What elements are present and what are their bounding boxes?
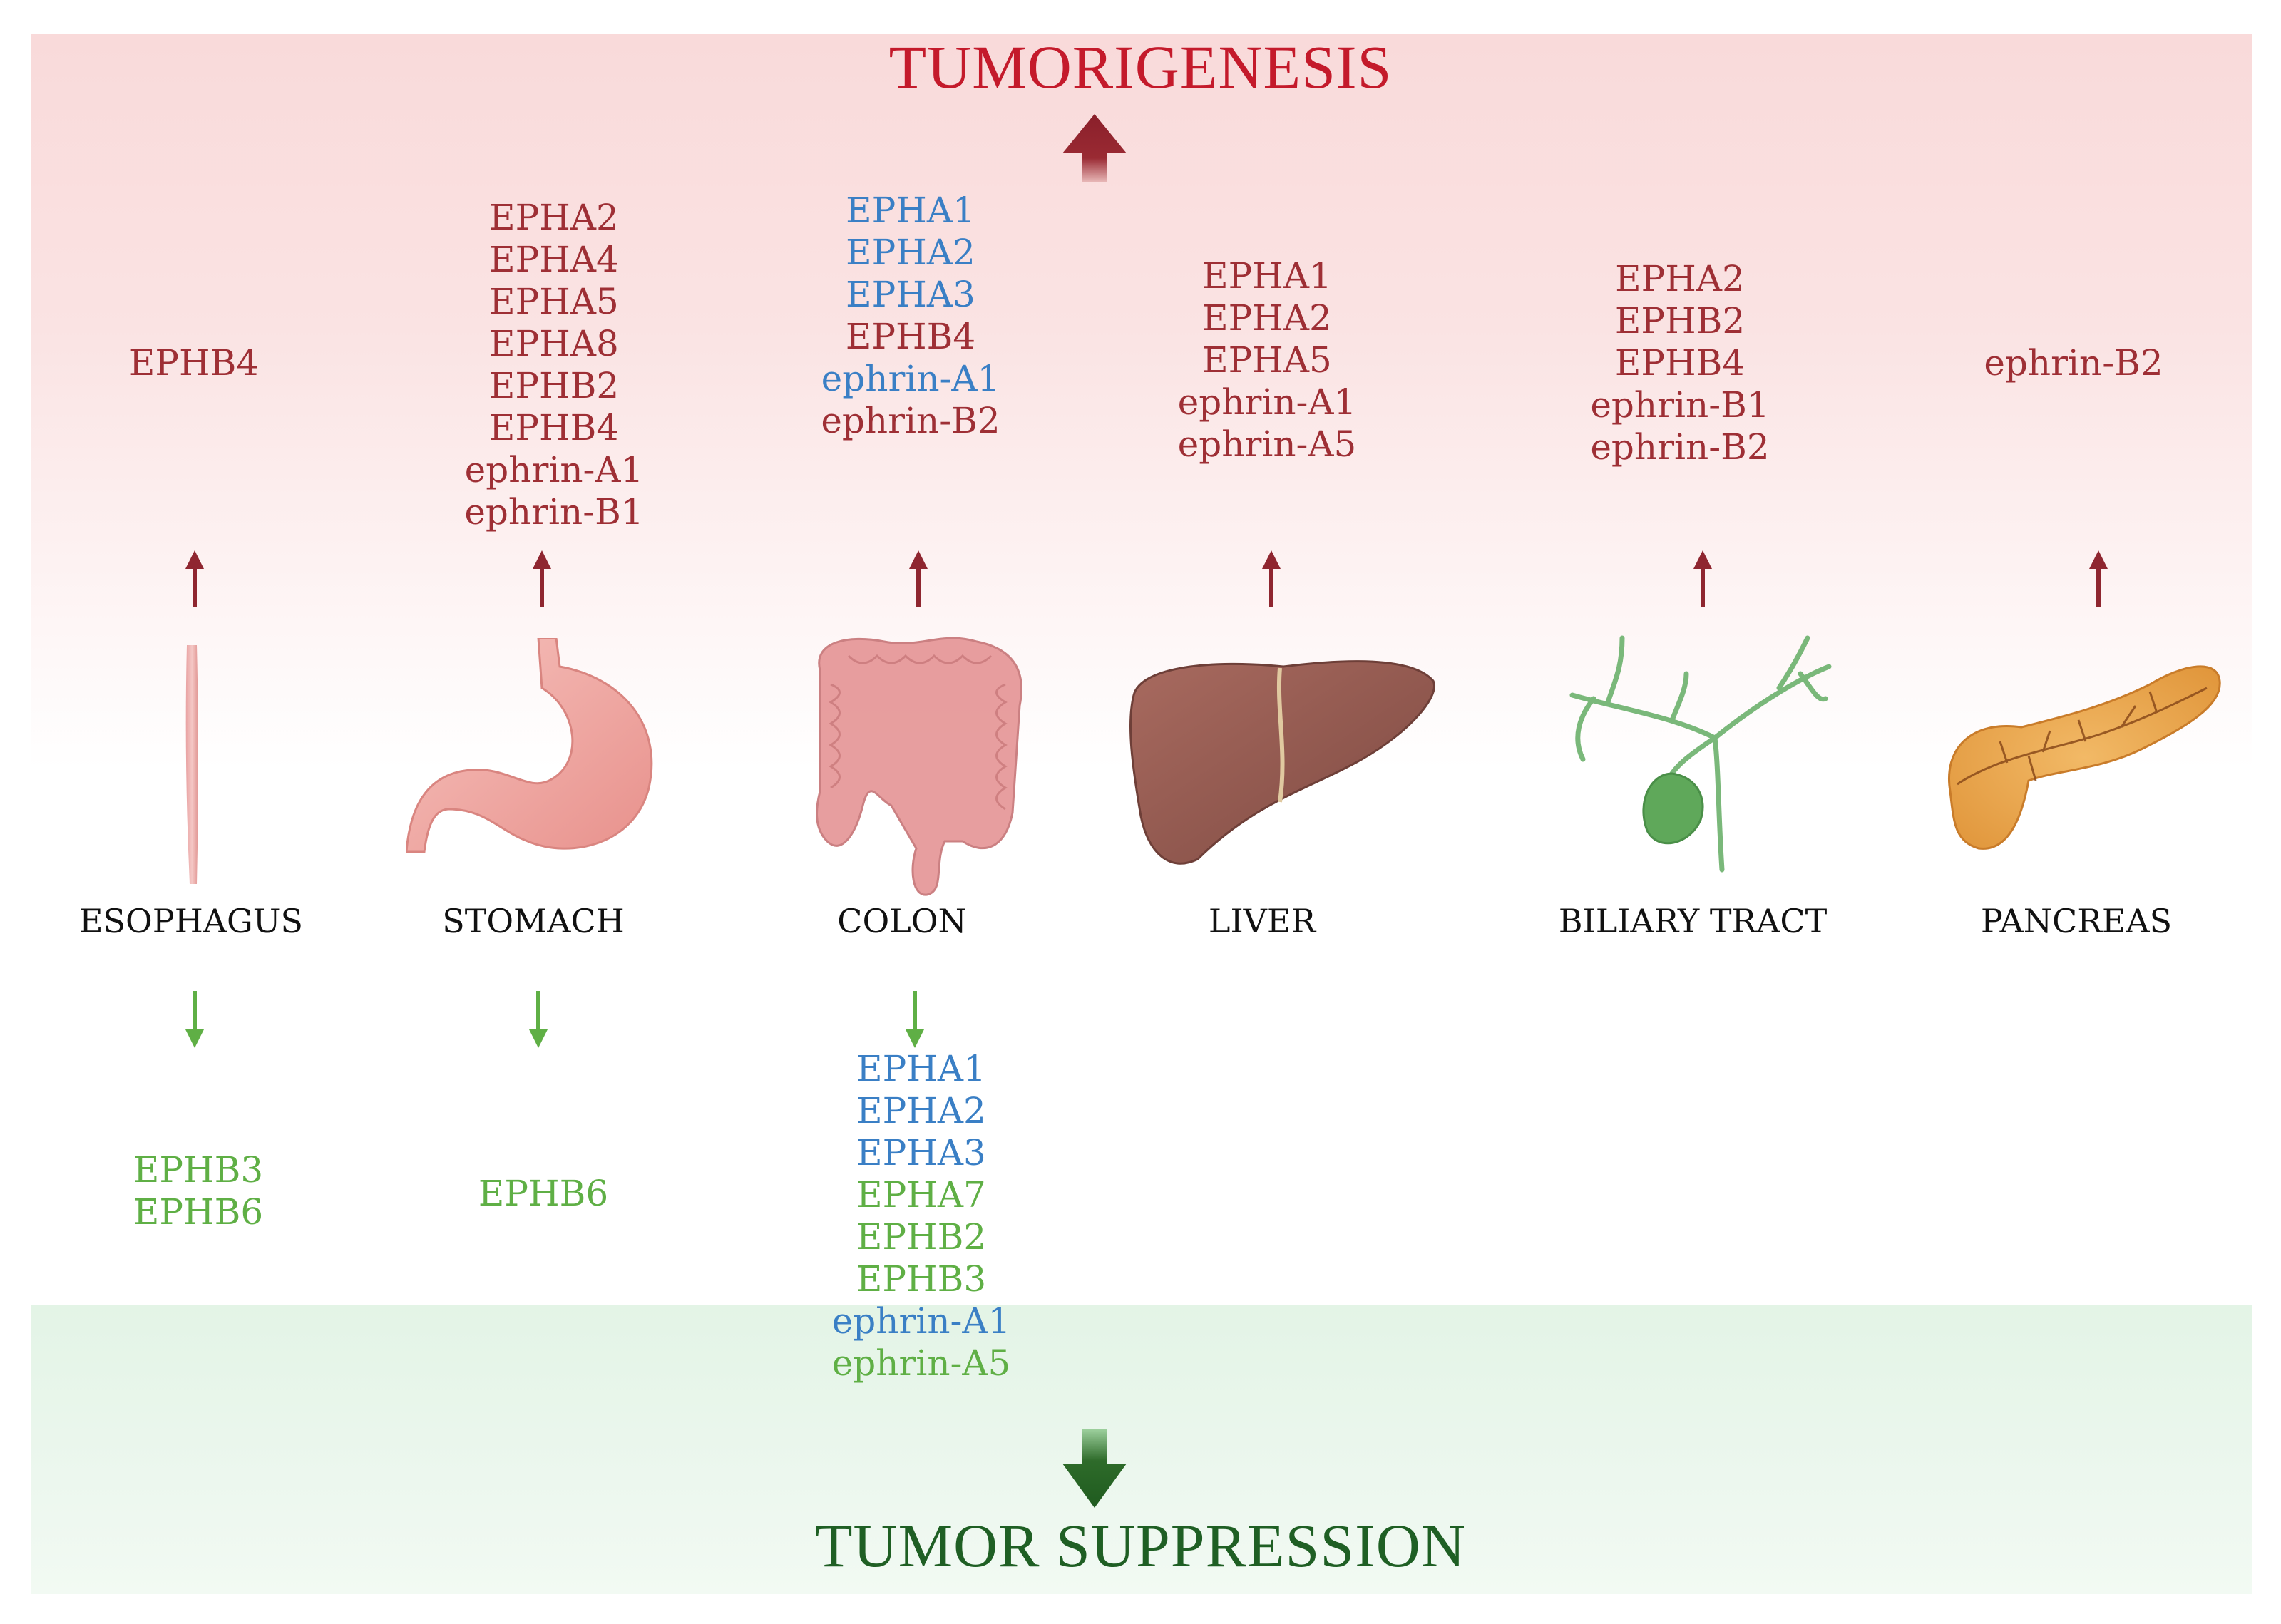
organ-label-colon: COLON [837,902,967,940]
esophagus-down-arrow-icon [185,991,204,1048]
stomach-up-list: EPHA2 EPHA4 EPHA5 EPHA8 EPHB2 EPHB4 ephr… [411,197,697,533]
up-item: EPHA3 [846,274,975,315]
colon-up-arrow-icon [909,550,928,607]
stomach-down-list: EPHB6 [401,1173,686,1215]
tumor-suppression-heading: TUMOR SUPPRESSION [814,1511,1467,1580]
biliary-tract-up-arrow-icon [1693,550,1712,607]
down-item: ephrin-A5 [831,1342,1011,1384]
up-item: EPHB4 [845,316,976,357]
pancreas-up-arrow-icon [2089,550,2108,607]
up-item: EPHB2 [488,365,620,406]
down-item: EPHA3 [856,1132,986,1173]
down-item: EPHB6 [133,1191,264,1233]
up-item: ephrin-B2 [1984,342,2163,384]
up-item: EPHB4 [488,407,620,448]
up-item: ephrin-A1 [464,449,644,490]
down-item: EPHA7 [856,1174,986,1216]
up-item: EPHA2 [1202,297,1332,339]
esophagus-down-list: EPHB3 EPHB6 [56,1149,341,1233]
esophagus-up-arrow-icon [185,550,204,607]
tumorigenesis-band [31,34,2252,769]
organ-label-stomach: STOMACH [442,902,625,940]
tumorigenesis-big-arrow-icon [1062,114,1127,182]
pancreas-up-list: ephrin-B2 [1931,342,2216,384]
down-item: EPHB2 [856,1216,987,1258]
up-item: ephrin-A5 [1177,423,1357,465]
stomach-up-arrow-icon [533,550,551,607]
up-item: ephrin-A1 [1177,381,1357,423]
colon-down-list: EPHA1 EPHA2 EPHA3 EPHA7 EPHB2 EPHB3 ephr… [779,1048,1064,1384]
down-item: EPHB3 [133,1149,264,1191]
organ-label-biliary-tract: BILIARY TRACT [1558,902,1828,940]
liver-up-list: EPHA1 EPHA2 EPHA5 ephrin-A1 ephrin-A5 [1124,255,1410,466]
tumor-suppression-big-arrow-icon [1062,1429,1127,1508]
organ-label-esophagus: ESOPHAGUS [78,902,304,940]
up-item: EPHA2 [846,232,975,273]
organ-label-pancreas: PANCREAS [1980,902,2173,940]
biliary-tract-up-list: EPHA2 EPHB2 EPHB4 ephrin-B1 ephrin-B2 [1537,258,1823,468]
up-item: ephrin-A1 [821,358,1000,399]
up-item: EPHA2 [1615,258,1745,299]
up-item: EPHA5 [1202,339,1332,381]
stomach-icon [406,638,653,853]
up-item: EPHA1 [846,190,975,231]
up-item: EPHB4 [1614,342,1746,384]
colon-down-arrow-icon [906,991,924,1048]
up-item: EPHA4 [489,239,619,280]
biliary-tract-icon [1569,635,1832,873]
liver-icon [1129,660,1435,865]
up-item: EPHA8 [489,323,619,364]
liver-up-arrow-icon [1262,550,1281,607]
up-item: EPHB4 [128,342,260,384]
up-item: ephrin-B2 [1590,426,1770,468]
colon-up-list: EPHA1 EPHA2 EPHA3 EPHB4 ephrin-A1 ephrin… [768,190,1053,442]
up-item: ephrin-B1 [464,491,644,533]
tumorigenesis-heading: TUMORIGENESIS [888,33,1393,101]
pancreas-icon [1948,665,2221,850]
up-item: ephrin-B2 [821,400,1000,441]
down-item: ephrin-A1 [831,1300,1011,1342]
esophagus-up-list: EPHB4 [51,342,337,384]
down-item: EPHA2 [856,1090,986,1131]
up-item: EPHB2 [1614,300,1746,341]
colon-icon [816,637,1022,896]
esophagus-icon [185,645,198,884]
stomach-down-arrow-icon [529,991,548,1048]
up-item: EPHA2 [489,197,619,238]
down-item: EPHB3 [856,1258,987,1300]
down-item: EPHA1 [856,1048,986,1089]
up-item: EPHA1 [1202,255,1332,297]
up-item: ephrin-B1 [1590,384,1770,426]
down-item: EPHB6 [478,1173,609,1214]
organ-label-liver: LIVER [1208,902,1316,940]
tumor-suppression-band [31,1305,2252,1594]
up-item: EPHA5 [489,281,619,322]
